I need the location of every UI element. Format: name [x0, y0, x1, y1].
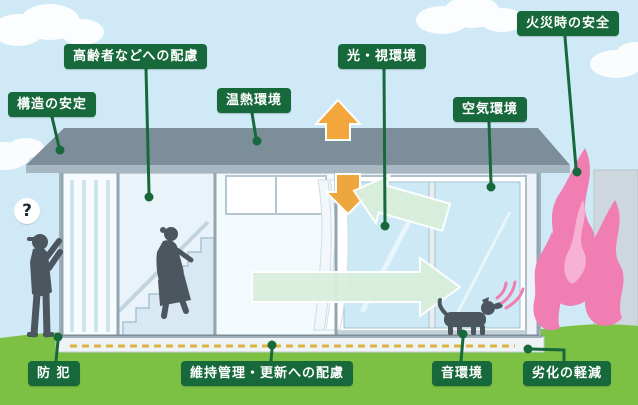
cloud	[0, 4, 104, 46]
house-body	[58, 170, 542, 338]
elderly-person-silhouette	[156, 227, 194, 319]
cloud	[416, 0, 524, 34]
connectors	[50, 35, 578, 363]
label-fire-safety: 火災時の安全	[517, 11, 620, 36]
connector-crime-prevention	[54, 339, 60, 363]
label-thermal-environment: 温熱環境	[217, 88, 292, 113]
label-deterioration-reduction: 劣化の軽減	[523, 361, 612, 386]
label-light-visual-environment: 光・視環境	[338, 44, 427, 69]
heat-up-arrow	[313, 98, 363, 141]
connector-air-environment	[487, 120, 493, 185]
window	[225, 175, 327, 215]
bark-marks	[495, 280, 525, 310]
dog-silhouette	[437, 297, 503, 335]
connector-structural-stability	[50, 115, 61, 149]
cloud	[590, 42, 638, 78]
question-mark: ?	[14, 198, 40, 224]
label-structural-stability: 構造の安定	[8, 92, 97, 117]
flames	[533, 148, 624, 331]
label-air-environment: 空気環境	[453, 97, 528, 122]
connector-elderly-consideration	[144, 67, 151, 195]
connector-deterioration-reduction	[529, 347, 566, 363]
label-crime-prevention: 防 犯	[28, 361, 80, 386]
connector-maintenance-renewal	[269, 347, 274, 363]
burglar-silhouette	[27, 234, 63, 338]
label-elderly-consideration: 高齢者などへの配慮	[64, 44, 208, 69]
house-roof	[26, 128, 570, 173]
connector-fire-safety	[563, 35, 578, 170]
label-sound-environment: 音環境	[432, 361, 493, 386]
cloud	[0, 138, 44, 170]
connector-light-visual-environment	[382, 67, 387, 224]
airflow-arrow-upper	[352, 173, 452, 232]
connector-thermal-environment	[250, 111, 258, 140]
connector-dots	[53, 136, 582, 354]
label-maintenance-renewal: 維持管理・更新への配慮	[181, 361, 354, 386]
connector-sound-environment	[459, 336, 465, 363]
